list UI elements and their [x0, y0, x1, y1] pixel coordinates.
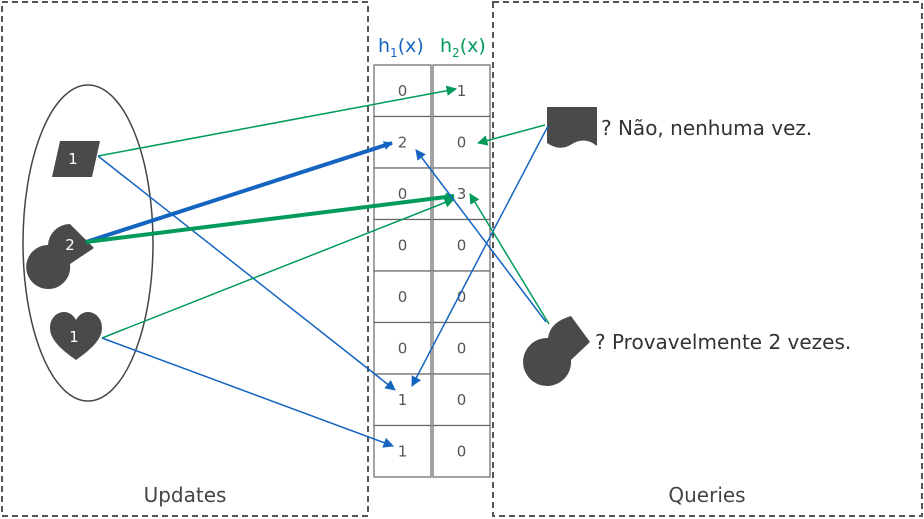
update-pie-count: 2: [65, 236, 75, 254]
updates-panel: [1, 1, 369, 517]
table-value-h2-2: 3: [457, 185, 467, 203]
queries-label: Queries: [668, 483, 745, 507]
update-flag-count: 1: [68, 150, 78, 168]
table-cell-h2-6: [432, 373, 491, 427]
table-cell-h1-4: [373, 270, 432, 324]
query-pie-slice-icon: [523, 316, 572, 386]
table-value-h1-2: 0: [398, 185, 408, 203]
table-cell-h2-3: [432, 218, 491, 272]
arrow-heart-to-h2: [101, 197, 455, 339]
flag-icon: [52, 141, 100, 177]
arrow-heart-to-h1: [101, 337, 394, 448]
table-cell-h2-5: [432, 321, 491, 375]
update-flag: 1: [52, 141, 100, 177]
table-value-h1-0: 0: [398, 82, 408, 100]
arrow-query-flag-to-h2: [476, 124, 546, 146]
update-pie: 2: [26, 223, 94, 289]
arrow-query-pie-to-h2: [469, 193, 550, 325]
updates-label: Updates: [144, 483, 227, 507]
table-value-h1-5: 0: [398, 339, 408, 357]
table-value-h1-3: 0: [398, 236, 408, 254]
table-value-h1-6: 1: [398, 391, 408, 409]
arrow-query-flag-to-h1: [411, 125, 549, 387]
table-cell-h2-0: [432, 64, 491, 118]
update-heart-count: 1: [69, 328, 79, 346]
table-cell-h1-2: [373, 167, 432, 221]
arrow-pie-to-h2: [85, 192, 455, 244]
query-pie-answer: ? Provavelmente 2 vezes.: [595, 330, 851, 354]
table-cell-h2-4: [432, 270, 491, 324]
table-cell-h1-7: [373, 424, 432, 478]
wavy-flag-icon: [547, 107, 597, 148]
table-value-h2-1: 0: [457, 133, 467, 151]
queries-panel: [492, 1, 923, 517]
update-heart: 1: [50, 312, 102, 360]
table-value-h1-1: 2: [398, 133, 408, 151]
table-value-h2-3: 0: [457, 236, 467, 254]
arrow-flag-to-h2: [97, 85, 458, 157]
arrow-query-pie-to-h1: [415, 149, 547, 323]
table-cell-h1-0: [373, 64, 432, 118]
table-value-h2-5: 0: [457, 339, 467, 357]
table-cell-h1-6: [373, 373, 432, 427]
update-items-ellipse: [22, 84, 154, 402]
heart-icon: [50, 312, 102, 360]
query-flag-answer: ? Não, nenhuma vez.: [601, 116, 812, 140]
table-value-h2-0: 1: [457, 82, 467, 100]
table-cell-h1-3: [373, 218, 432, 272]
table-cell-h2-7: [432, 424, 491, 478]
table-value-h2-4: 0: [457, 288, 467, 306]
table-value-h1-4: 0: [398, 288, 408, 306]
table-value-h1-7: 1: [398, 442, 408, 460]
arrow-pie-to-h1: [85, 141, 393, 244]
count-table: 0 2 0 0 0 0 1 1 1 0 3 0 0 0 0 0: [373, 64, 491, 478]
table-value-h2-7: 0: [457, 442, 467, 460]
table-value-h2-6: 0: [457, 391, 467, 409]
h1-header: h1(x): [378, 35, 424, 60]
arrow-flag-to-h1: [97, 155, 396, 391]
h2-header: h2(x): [440, 35, 486, 60]
